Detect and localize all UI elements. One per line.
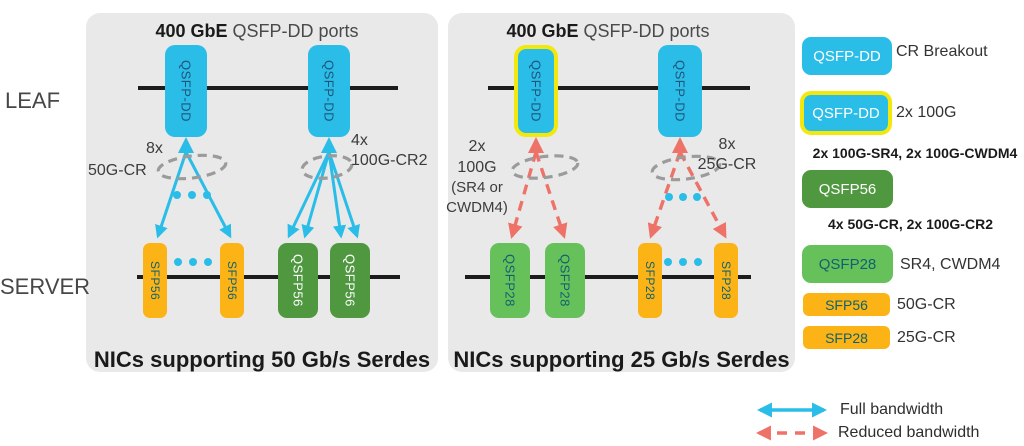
leaf-port-qsfpdd-2: QSFP-DD (308, 45, 350, 137)
server-module-qsfp28-2-label: QSFP28 (557, 254, 573, 307)
server-module-qsfp56-1: QSFP56 (278, 243, 318, 318)
note-2x-100g-line2: 100G (457, 158, 497, 176)
server-module-qsfp28-1-label: QSFP28 (502, 254, 518, 307)
legend-qsfp28-box: QSFP28 (802, 245, 893, 283)
legend-qsfpdd-highlighted-box: QSFP-DD (800, 91, 892, 135)
legend-qsfpdd-box-label: QSFP-DD (813, 47, 881, 65)
legend-qsfpdd-desc: CR Breakout (896, 43, 988, 60)
server-module-sfp28-2: SFP28 (714, 243, 738, 318)
note-8x-25g-cr: 8x 25G-CR (695, 135, 759, 175)
server-module-sfp56-2: SFP56 (220, 243, 244, 318)
note-8x-25g-cr-line1: 8x (718, 136, 736, 153)
ellipsis-dots (173, 191, 702, 266)
legend-sfp56-box: SFP56 (803, 293, 890, 316)
reduced-bandwidth-up-arrowheads (528, 137, 688, 153)
leaf-port-qsfpdd-2-label: QSFP-DD (321, 60, 337, 122)
server-module-sfp56-1: SFP56 (143, 243, 167, 318)
leaf-port-qsfpdd-4-label: QSFP-DD (672, 60, 688, 122)
panel-25g-title-bold: 400 GbE (506, 21, 579, 41)
leaf-port-qsfpdd-4: QSFP-DD (658, 45, 702, 137)
panel-50g-title-rest: QSFP-DD ports (232, 21, 359, 41)
server-module-qsfp28-1: QSFP28 (490, 243, 530, 318)
server-module-sfp56-2-label: SFP56 (225, 260, 239, 301)
legend-sfp56-box-label: SFP56 (825, 296, 868, 313)
panel-50g-caption: NICs supporting 50 Gb/s Serdes (93, 347, 431, 372)
key-full-bandwidth-label: Full bandwidth (840, 401, 944, 418)
leaf-port-qsfpdd-3-label: QSFP-DD (528, 60, 544, 122)
server-row-label: SERVER (0, 274, 91, 299)
note-4x-100g-cr2: 4x 100G-CR2 (351, 131, 427, 171)
panel-25g-caption: NICs supporting 25 Gb/s Serdes (453, 347, 790, 372)
server-module-sfp56-1-label: SFP56 (148, 260, 162, 301)
legend-qsfp56-box: QSFP56 (802, 170, 893, 208)
full-bandwidth-links (155, 151, 360, 239)
panel-50g-title-bold: 400 GbE (155, 21, 228, 41)
reduced-bandwidth-links (508, 151, 727, 239)
note-4x-100g-cr2-line2: 100G-CR2 (351, 152, 428, 169)
legend-qsfp28-desc: SR4, CWDM4 (900, 256, 1001, 273)
note-2x-100g-line3: (SR4 or (451, 179, 503, 196)
breakout-ellipses (156, 153, 722, 182)
leaf-port-qsfpdd-3-highlighted: QSFP-DD (514, 45, 558, 137)
note-2x-100g-line1: 2x (468, 138, 486, 155)
server-module-qsfp56-2: QSFP56 (330, 243, 370, 318)
legend-sfp28-box: SFP28 (803, 326, 890, 349)
legend-note-100g-breakouts: 2x 100G-SR4, 2x 100G-CWDM4 (812, 145, 1018, 161)
note-4x-100g-cr2-line1: 4x (351, 132, 368, 149)
server-module-sfp28-2-label: SFP28 (719, 260, 733, 301)
server-module-sfp28-1: SFP28 (638, 243, 662, 318)
server-module-qsfp56-1-label: QSFP56 (290, 254, 306, 307)
leaf-row-label: LEAF (5, 88, 61, 113)
note-2x-100g-line4: CWDM4) (446, 199, 508, 216)
server-module-qsfp28-2: QSFP28 (545, 243, 585, 318)
note-8x-50g-cr-line2: 50G-CR (88, 162, 147, 179)
legend-sfp28-desc: 25G-CR (897, 329, 956, 346)
panel-25g-title-rest: QSFP-DD ports (583, 21, 710, 41)
note-2x-100g: 2x 100G (SR4 or CWDM4) (435, 137, 519, 218)
legend-qsfpdd-highlighted-desc: 2x 100G (896, 104, 957, 121)
bandwidth-key-arrows (756, 402, 828, 441)
leaf-port-qsfpdd-1: QSFP-DD (165, 45, 207, 137)
key-reduced-bandwidth-label: Reduced bandwidth (838, 424, 980, 441)
server-module-qsfp56-2-label: QSFP56 (342, 254, 358, 307)
legend-sfp56-desc: 50G-CR (897, 296, 956, 313)
legend-qsfp28-box-label: QSFP28 (818, 255, 877, 273)
legend-sfp28-box-label: SFP28 (825, 329, 868, 346)
leaf-port-qsfpdd-1-label: QSFP-DD (178, 60, 194, 122)
server-module-sfp28-1-label: SFP28 (643, 260, 657, 301)
legend-note-50g-breakouts: 4x 50G-CR, 2x 100G-CR2 (828, 216, 993, 232)
full-bandwidth-up-arrowheads (178, 137, 337, 153)
note-8x-50g-cr-line1: 8x (146, 140, 163, 157)
legend-qsfpdd-highlighted-box-label: QSFP-DD (812, 104, 880, 122)
legend-qsfp56-box-label: QSFP56 (818, 180, 877, 198)
note-8x-25g-cr-line2: 25G-CR (697, 156, 757, 173)
legend-qsfpdd-box: QSFP-DD (802, 37, 892, 75)
